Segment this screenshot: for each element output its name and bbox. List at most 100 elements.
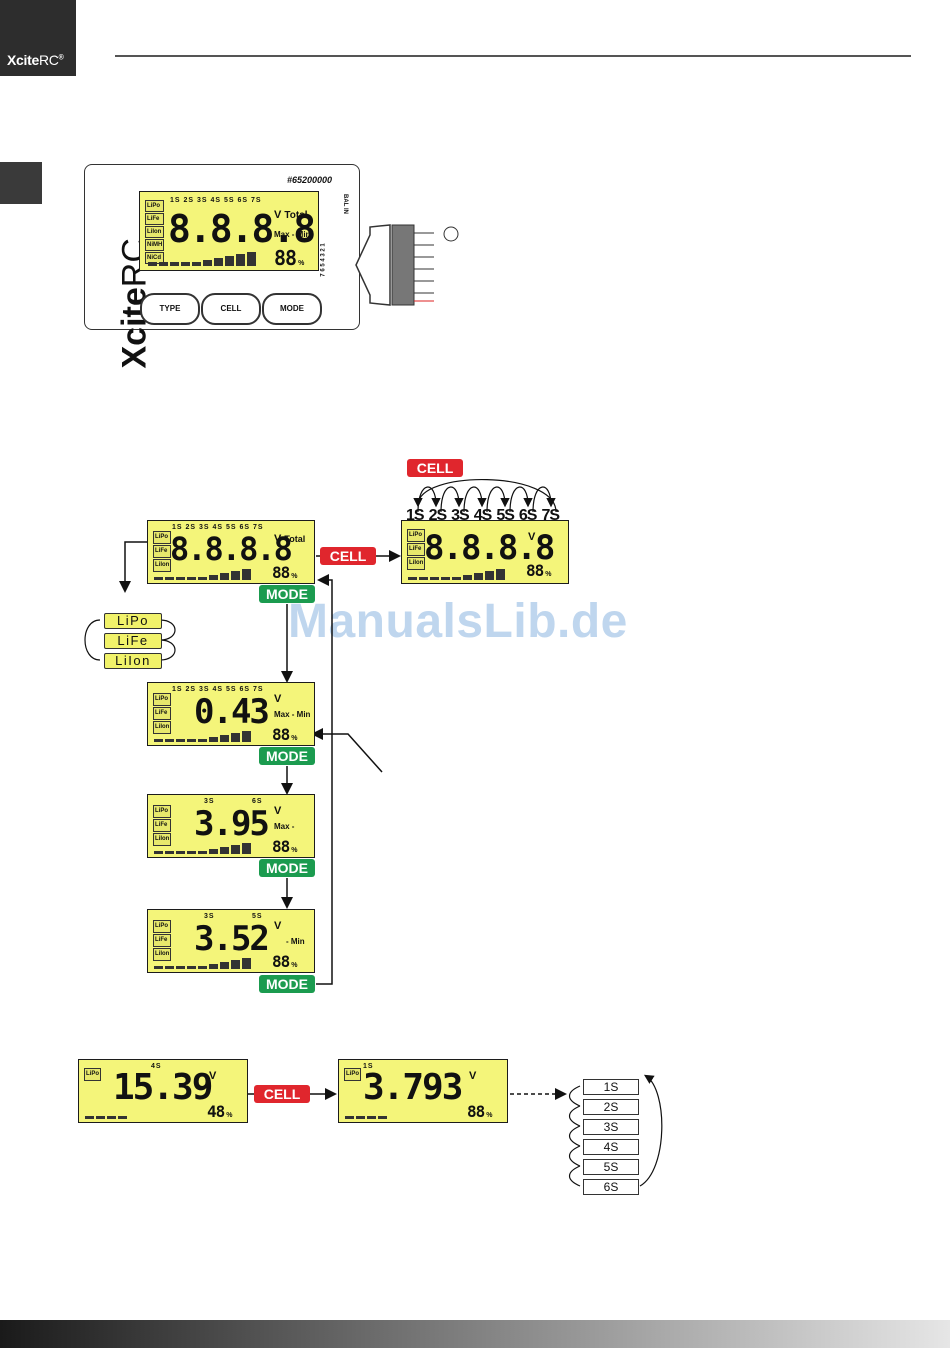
lcd-cell-example-unit: V	[469, 1070, 477, 1082]
lcd-total-example: 4S LiPo 15.39 V 48%	[78, 1059, 248, 1123]
device-digits: 8.8.8.8	[168, 207, 316, 251]
cell-seq-3s: 3S	[451, 507, 470, 524]
lcd-max-cell-right: 6S	[252, 798, 263, 805]
cell-tag-main: CELL	[320, 547, 376, 565]
cell-list-1s: 1S	[583, 1079, 639, 1095]
type-cycle-lipo: LiPo	[104, 613, 162, 629]
lcd-total-example-value: 15.39	[113, 1067, 213, 1108]
lcd-diff-unit: V	[274, 693, 282, 705]
lcd-total-example-type: LiPo	[84, 1068, 101, 1082]
lcd-total-example-unit: V	[209, 1070, 217, 1082]
cell-sequence: 1S 2S 3S 4S 5S 6S 7S	[406, 507, 560, 525]
lcd-min-cell-right: 5S	[252, 913, 263, 920]
lcd-cell-example-value: 3.793	[363, 1067, 463, 1108]
lcd-diff-bars	[154, 729, 251, 742]
device-lcd: 1S 2S 3S 4S 5S 6S 7S LiPo LiFe LiIon NiM…	[139, 191, 319, 271]
lcd-max-value: 3.95	[194, 804, 270, 844]
cell-seq-4s: 4S	[473, 507, 493, 524]
brand-bold: Xcite	[7, 52, 39, 68]
lcd-max-label: Max -	[274, 822, 295, 831]
cell-tag-bottom: CELL	[254, 1085, 310, 1103]
type-tag-liion: LiIon	[145, 226, 165, 238]
lcd-diff-label: Max - Min	[274, 710, 311, 719]
type-tag-life: LiFe	[145, 213, 165, 225]
mode-tag-2: MODE	[259, 747, 315, 765]
lcd-main-cells: 1S 2S 3S 4S 5S 6S 7S	[172, 524, 264, 531]
balance-connector	[355, 224, 459, 306]
lcd-diff-value: 0.43	[194, 692, 270, 732]
type-cycle-life: LiFe	[104, 633, 162, 649]
device-type-tags: LiPo LiFe LiIon NiMH NiCd	[145, 200, 165, 265]
type-tag-nimh: NiMH	[145, 239, 165, 251]
lcd-total-example-percent: 48%	[207, 1102, 233, 1121]
mode-tag-3: MODE	[259, 859, 315, 877]
lcd-main-unit: V Total	[274, 533, 306, 545]
mode-tag-1: MODE	[259, 585, 315, 603]
header-rule	[115, 55, 911, 57]
lcd-min-cell-left: 3S	[204, 913, 215, 920]
type-cycle-liion: LiIon	[104, 653, 162, 669]
cell-list-5s: 5S	[583, 1159, 639, 1175]
lcd-cell-percent: 88%	[526, 561, 552, 580]
lcd-min-unit: V	[274, 920, 282, 932]
device-level-bars	[148, 250, 256, 266]
lcd-main-value: 8.8.8.8	[170, 530, 293, 568]
cell-tag-top: CELL	[407, 459, 463, 477]
lcd-total-example-bars	[85, 1114, 127, 1119]
lcd-cell-example-type: LiPo	[344, 1068, 361, 1082]
cell-list-6s: 6S	[583, 1179, 639, 1195]
lcd-diff-cells: 1S 2S 3S 4S 5S 6S 7S	[172, 686, 264, 693]
lcd-cell-example-bars	[345, 1114, 387, 1119]
lcd-min-percent: 88%	[272, 952, 298, 971]
cell-seq-2s: 2S	[428, 507, 448, 524]
cell-list-2s: 2S	[583, 1099, 639, 1115]
cell-seq-6s: 6S	[518, 507, 538, 524]
lcd-max-cell-left: 3S	[204, 798, 215, 805]
device-percent: 88%	[274, 246, 305, 270]
mode-button[interactable]: MODE	[262, 293, 322, 325]
cell-seq-7s: 7S	[541, 507, 560, 524]
lcd-cell-example-percent: 88%	[467, 1102, 493, 1121]
device-cell-row: 1S 2S 3S 4S 5S 6S 7S	[170, 197, 262, 204]
lcd-diff-percent: 88%	[272, 725, 298, 744]
cell-seq-5s: 5S	[496, 507, 515, 524]
footer-bar	[0, 1320, 950, 1348]
lcd-cell-bars	[408, 567, 505, 580]
balance-label: BAL IN	[341, 194, 348, 214]
lcd-max-percent: 88%	[272, 837, 298, 856]
cell-seq-1s: 1S	[406, 507, 425, 524]
cell-button[interactable]: CELL	[201, 293, 261, 325]
lcd-min-label: - Min	[286, 937, 305, 946]
lcd-max-unit: V	[274, 805, 282, 817]
lcd-cell-value: 8.8.8.8	[424, 528, 555, 568]
lcd-main-percent: 88%	[272, 563, 298, 582]
lcd-min-bars	[154, 956, 251, 969]
brand-light: RC	[38, 52, 59, 68]
device-illustration: XciteRC #65200000 1S 2S 3S 4S 5S 6S 7S L…	[84, 164, 360, 369]
lcd-cell-example: 1S LiPo 3.793 V 88%	[338, 1059, 508, 1123]
device-serial: #65200000	[287, 175, 333, 185]
lcd-max-bars	[154, 841, 251, 854]
brand-mark: ®	[58, 54, 64, 62]
balance-pins-label: 7 6 5 4 3 2 1	[320, 243, 327, 277]
lcd-cell-example-cell: 1S	[363, 1063, 374, 1070]
watermark: ManualsLib.de	[288, 595, 628, 648]
type-tag-lipo: LiPo	[145, 200, 165, 212]
lcd-total-example-cell: 4S	[151, 1063, 162, 1070]
cell-list-4s: 4S	[583, 1139, 639, 1155]
side-tab	[0, 162, 42, 204]
device-unit: V Total	[274, 209, 308, 221]
lcd-cell-unit: V	[528, 531, 536, 543]
mode-tag-4: MODE	[259, 975, 315, 993]
lcd-min-value: 3.52	[194, 919, 270, 959]
type-button[interactable]: TYPE	[140, 293, 200, 325]
